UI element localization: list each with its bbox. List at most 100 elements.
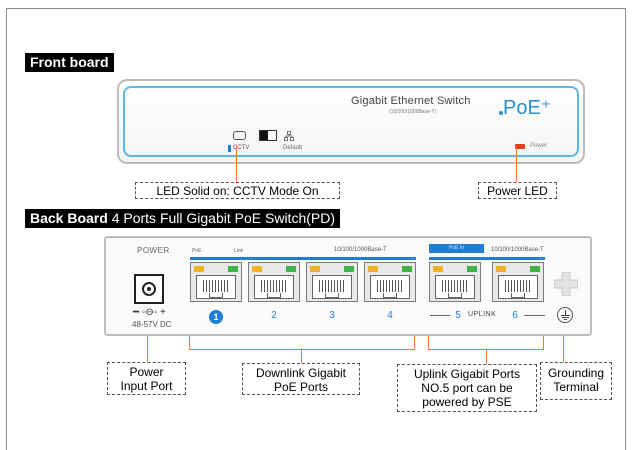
callout-bracket-downlink-right <box>414 336 415 349</box>
front-panel: Gigabit Ethernet Switch (10/100/1000Base… <box>117 79 585 164</box>
dc-voltage-label: 48-57V DC <box>132 320 172 329</box>
callout-downlink-line2: PoE Ports <box>273 380 329 394</box>
rj45-notch <box>448 293 462 298</box>
rj45-notch <box>511 293 525 298</box>
callout-line-downlink <box>301 349 302 363</box>
rj45-jack <box>254 275 294 299</box>
ground-bar-1 <box>561 315 570 316</box>
link-led-4 <box>402 266 412 272</box>
rj45-pins <box>505 280 531 292</box>
rj45-port-1[interactable] <box>190 262 242 302</box>
callout-grounding-line2: Terminal <box>553 380 599 394</box>
poe-logo-dot <box>499 111 503 115</box>
rj45-pins <box>319 280 345 292</box>
uplink-poe-in-label: PoE In <box>449 245 465 251</box>
link-led-1 <box>228 266 238 272</box>
cctv-label: CCTV <box>233 145 250 151</box>
front-brand-text: Gigabit Ethernet Switch <box>351 95 471 107</box>
callout-downlink: Downlink Gigabit PoE Ports <box>242 363 360 395</box>
rj45-jack <box>196 275 236 299</box>
front-sub-text: (10/100/1000Base-T) <box>389 109 437 115</box>
dc-power-jack[interactable] <box>134 274 164 304</box>
poe-led-1 <box>194 266 204 272</box>
rj45-pins <box>203 280 229 292</box>
callout-power-input: Power Input Port <box>107 362 186 395</box>
poe-led-5 <box>433 266 443 272</box>
poe-led-2 <box>252 266 262 272</box>
grounding-screw-icon <box>554 272 578 296</box>
back-board-label: Back Board 4 Ports Full Gigabit PoE Swit… <box>25 209 340 228</box>
front-panel-trim <box>123 86 579 157</box>
callout-line-power <box>516 146 517 182</box>
back-link-label: Link <box>234 248 244 254</box>
power-led <box>515 144 525 149</box>
callout-bracket-downlink-left <box>189 336 190 349</box>
port-number-2: 2 <box>271 310 277 321</box>
callout-uplink: Uplink Gigabit Ports NO.5 port can be po… <box>397 364 537 412</box>
poe-logo: PoE⁺ <box>503 97 552 119</box>
uplink-line-right <box>524 315 545 316</box>
rj45-port-3[interactable] <box>306 262 358 302</box>
poe-led-3 <box>310 266 320 272</box>
callout-bracket-uplink-left <box>428 336 429 349</box>
port-number-5: 5 <box>455 310 461 321</box>
callout-line-cctv <box>236 146 237 182</box>
camera-icon <box>233 131 246 140</box>
back-board-label-rest: 4 Ports Full Gigabit PoE Switch(PD) <box>107 210 335 226</box>
callout-uplink-line1: Uplink Gigabit Ports <box>413 367 521 381</box>
back-power-label: POWER <box>137 246 170 255</box>
link-led-3 <box>344 266 354 272</box>
dc-jack-ring <box>142 282 156 296</box>
callout-power-input-line2: Input Port <box>120 379 173 393</box>
rj45-notch <box>325 293 339 298</box>
dc-jack-pin <box>147 287 151 291</box>
callout-line-uplink <box>486 349 487 364</box>
poe-led-4 <box>368 266 378 272</box>
ground-bar-3 <box>564 319 567 320</box>
default-label: Default <box>283 145 303 151</box>
rj45-jack <box>498 275 538 299</box>
callout-uplink-line2: NO.5 port can be <box>421 381 513 395</box>
front-board-label-text: Front board <box>30 54 109 70</box>
port-number-1: 1 <box>209 310 223 324</box>
callout-uplink-line3: powered by PSE <box>422 395 512 409</box>
back-poe-label: PoE <box>192 248 202 254</box>
rj45-pins <box>442 280 468 292</box>
rj45-port-6[interactable] <box>492 262 544 302</box>
uplink-line-left <box>430 315 450 316</box>
downlink-speed-label: 10/100/1000Base-T <box>334 247 387 253</box>
ground-stem <box>565 310 566 315</box>
callout-bracket-uplink-right <box>543 336 544 349</box>
port-number-6: 6 <box>512 310 518 321</box>
uplink-poe-in-bar: PoE In <box>429 244 484 253</box>
switch-knob <box>260 131 268 140</box>
rj45-port-4[interactable] <box>364 262 416 302</box>
back-panel: POWER PoE Link 10/100/1000Base-T PoE In … <box>104 236 592 336</box>
rj45-port-2[interactable] <box>248 262 300 302</box>
rj45-notch <box>267 293 281 298</box>
rj45-jack <box>435 275 475 299</box>
back-board-label-bold: Back Board <box>30 210 108 226</box>
front-board-label: Front board <box>25 53 114 72</box>
rj45-notch <box>383 293 397 298</box>
rj45-port-5[interactable] <box>429 262 481 302</box>
link-led-6 <box>530 266 540 272</box>
callout-downlink-line1: Downlink Gigabit <box>255 366 347 380</box>
uplink-speed-label: 10/100/1000Base-T <box>491 247 544 253</box>
rj45-jack <box>370 275 410 299</box>
rj45-pins <box>261 280 287 292</box>
callout-line-grounding <box>563 336 564 362</box>
network-icon <box>284 131 294 141</box>
callout-grounding-line1: Grounding <box>547 366 605 380</box>
link-led-5 <box>467 266 477 272</box>
ground-bar-2 <box>562 317 569 318</box>
callout-bracket-downlink <box>189 349 415 350</box>
callout-line-power-input <box>147 336 148 362</box>
uplink-label: UPLINK <box>468 311 497 318</box>
power-led-label: Power <box>530 143 548 149</box>
cctv-mode-switch[interactable] <box>259 130 277 141</box>
callout-power-led: Power LED <box>478 182 557 199</box>
port-number-3: 3 <box>329 310 335 321</box>
port-number-4: 4 <box>387 310 393 321</box>
downlink-group-bar <box>190 257 416 260</box>
